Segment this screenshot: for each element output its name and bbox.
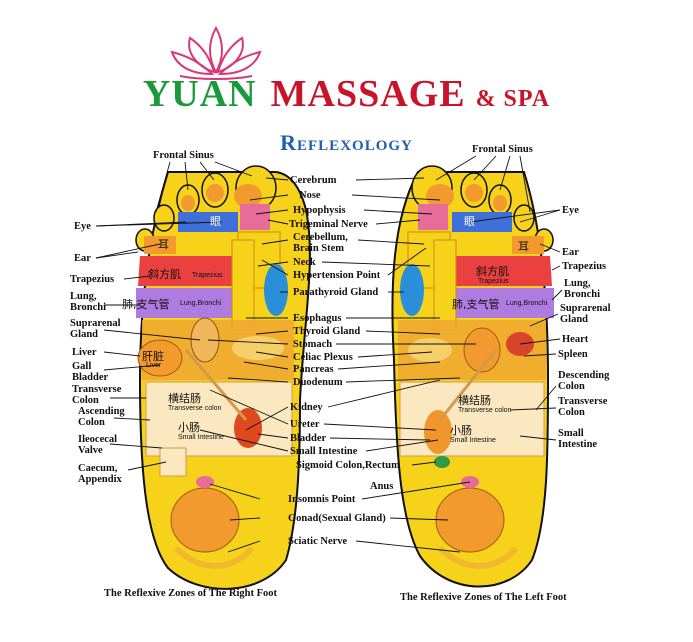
label-cerebellum-brain-stem: Cerebellum, Brain Stem bbox=[293, 232, 348, 254]
label-suprarenal-right: Suprarenal Gland bbox=[70, 318, 121, 340]
label-esophagus: Esophagus bbox=[293, 313, 342, 324]
label-trapezius-left: Trapezius bbox=[562, 261, 607, 272]
label-small-intestine-center: Small Intestine bbox=[290, 446, 358, 457]
label-hypophysis: Hypophysis bbox=[293, 205, 346, 216]
inline-ear-cn-left: 耳 bbox=[518, 240, 529, 253]
inline-liver-en: Liver bbox=[146, 362, 162, 369]
label-ascending-colon: Ascending Colon bbox=[78, 406, 125, 428]
label-gall-bladder: Gall Bladder bbox=[72, 361, 109, 383]
label-cerebrum: Cerebrum bbox=[290, 175, 337, 186]
label-ear-left: Ear bbox=[562, 247, 579, 258]
label-sciatic-nerve: Sciatic Nerve bbox=[288, 536, 348, 547]
label-eye-left: Eye bbox=[562, 205, 579, 216]
label-thyroid-gland: Thyroid Gland bbox=[293, 326, 361, 337]
subtitle: Reflexology bbox=[280, 130, 413, 155]
leader-lines bbox=[95, 155, 563, 553]
inline-eye-cn-right: 眼 bbox=[210, 215, 221, 228]
label-ureter: Ureter bbox=[290, 419, 320, 430]
inline-trapezius-en-right: Trapezius bbox=[192, 272, 223, 279]
brand-name-red: MASSAGE bbox=[270, 73, 466, 115]
label-anus: Anus bbox=[370, 481, 394, 492]
inline-transverse-en-right: Transverse colon bbox=[168, 405, 222, 412]
inline-small-int-en-right: Small Intestine bbox=[178, 434, 224, 441]
caption-right-foot: The Reflexive Zones of The Right Foot bbox=[104, 588, 278, 599]
label-suprarenal-left: Suprarenal Gland bbox=[560, 303, 611, 325]
right-foot-drawing bbox=[135, 165, 311, 590]
label-frontal-sinus-right: Frontal Sinus bbox=[153, 150, 214, 161]
label-small-intestine-left: Small Intestine bbox=[558, 428, 598, 450]
label-kidney: Kidney bbox=[290, 402, 323, 413]
label-ear-right: Ear bbox=[74, 253, 91, 264]
inline-transverse-cn-left: 横结肠 bbox=[458, 394, 491, 407]
label-bladder: Bladder bbox=[290, 433, 327, 444]
label-stomach: Stomach bbox=[293, 339, 333, 350]
label-frontal-sinus-left: Frontal Sinus bbox=[472, 144, 533, 155]
inline-trapezius-cn-right: 斜方肌 bbox=[148, 268, 181, 281]
lotus-logo-icon bbox=[170, 25, 262, 80]
inline-small-int-cn-left: 小肠 bbox=[450, 424, 472, 437]
inline-lung-cn-left: 肺,支气管 bbox=[452, 298, 500, 311]
inline-ear-cn-right: 耳 bbox=[158, 238, 169, 251]
label-transverse-colon-left: Transverse Colon bbox=[558, 396, 608, 418]
inline-trapezius-cn-left: 斜方肌 bbox=[476, 265, 509, 278]
label-lung-bronchi-left: Lung, Bronchi bbox=[564, 278, 600, 300]
label-insomnis-point: Insomnis Point bbox=[288, 494, 356, 505]
left-foot-drawing bbox=[391, 165, 554, 588]
inline-small-int-cn-right: 小肠 bbox=[178, 421, 200, 434]
label-neck: Neck bbox=[293, 257, 316, 268]
label-descending-colon: Descending Colon bbox=[558, 370, 610, 392]
label-gonad: Gonad(Sexual Gland) bbox=[288, 513, 386, 524]
inline-transverse-cn-right: 横结肠 bbox=[168, 392, 201, 405]
label-nose: Nose bbox=[299, 190, 321, 201]
brand-name-green: YUAN bbox=[142, 73, 257, 115]
label-lung-bronchi-right: Lung, Bronchi bbox=[70, 291, 106, 313]
inline-liver-cn: 肝脏 bbox=[142, 350, 164, 363]
brand-suffix: & SPA bbox=[475, 86, 551, 112]
inline-trapezius-en-left: Trapezius bbox=[478, 278, 509, 285]
brand-title: YUAN MASSAGE & SPA bbox=[0, 72, 693, 116]
label-sigmoid-colon-rectum: Sigmoid Colon,Rectum bbox=[296, 460, 400, 471]
inline-lung-en-right: Lung,Bronchi bbox=[180, 300, 222, 307]
label-trigeminal-nerve: Trigeminal Nerve bbox=[289, 219, 368, 230]
inline-lung-cn-right: 肺,支气管 bbox=[122, 298, 170, 311]
label-pancreas: Pancreas bbox=[293, 364, 334, 375]
label-celiac-plexus: Celiac Plexus bbox=[293, 352, 353, 363]
label-transverse-colon-right: Transverse Colon bbox=[72, 384, 122, 406]
label-caecum-appendix: Caecum, Appendix bbox=[78, 463, 122, 485]
label-ileocecal-valve: Ileocecal Valve bbox=[78, 434, 118, 456]
label-spleen: Spleen bbox=[558, 349, 588, 360]
label-hypertension-point: Hypertension Point bbox=[293, 270, 381, 281]
inline-eye-cn-left: 眼 bbox=[464, 215, 475, 228]
label-duodenum: Duodenum bbox=[293, 377, 343, 388]
inline-small-int-en-left: Small Intestine bbox=[450, 437, 496, 444]
inline-transverse-en-left: Transverse colon bbox=[458, 407, 512, 414]
label-trapezius-right: Trapezius bbox=[70, 274, 115, 285]
label-eye-right: Eye bbox=[74, 221, 91, 232]
label-parathyroid-gland: Parathyroid Gland bbox=[293, 287, 379, 298]
label-liver: Liver bbox=[72, 347, 97, 358]
label-heart: Heart bbox=[562, 334, 589, 345]
inline-lung-en-left: Lung,Bronchi bbox=[506, 300, 548, 307]
caption-left-foot: The Reflexive Zones of The Left Foot bbox=[400, 592, 567, 603]
